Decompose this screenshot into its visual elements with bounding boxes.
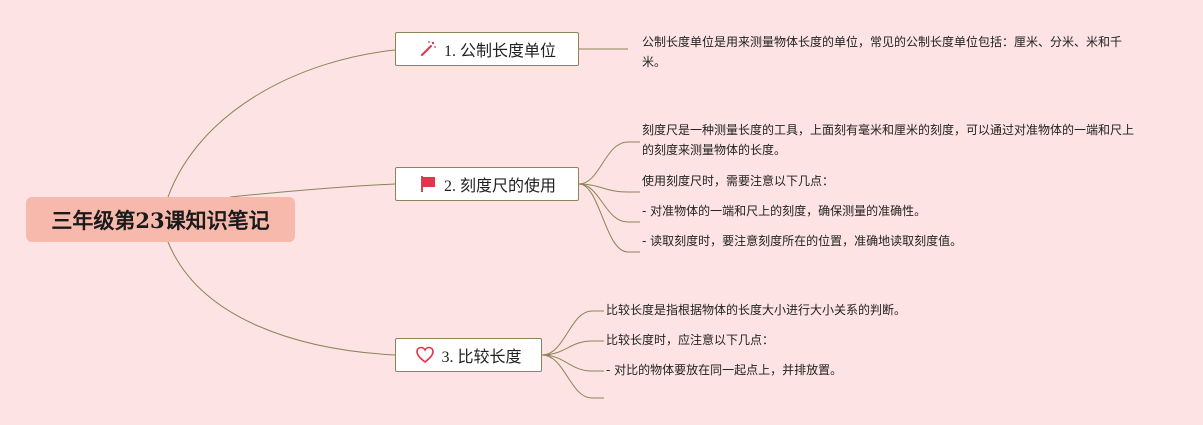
connector-topic3-note2 <box>541 340 593 356</box>
connector-root-topic2 <box>229 183 396 198</box>
central-topic-label: 三年级第23课知识笔记 <box>51 207 270 233</box>
topic-label: 1. 公制长度单位 <box>443 43 556 60</box>
connector-topic2-note4 <box>578 183 629 253</box>
topic-compare-length[interactable]: 3. 比较长度 <box>395 338 542 372</box>
note-text: - 对准物体的一端和尺上的刻度，确保测量的准确性。 <box>642 204 927 218</box>
note-text: 比较长度时，应注意以下几点： <box>606 333 775 347</box>
note-text: - 对比的物体要放在同一起点上，并排放置。 <box>606 363 843 377</box>
note-text: 使用刻度尺时，需要注意以下几点： <box>642 174 835 188</box>
magic-wand-icon <box>418 39 438 59</box>
red-flag-icon <box>418 174 438 194</box>
topic-metric-length-units[interactable]: 1. 公制长度单位 <box>395 32 579 66</box>
note-text: 比较长度是指根据物体的长度大小进行大小关系的判断。 <box>606 303 907 317</box>
central-topic[interactable]: 三年级第23课知识笔记 <box>26 197 295 242</box>
topic-label: 3. 比较长度 <box>441 349 522 366</box>
note-text: 公制长度单位是用来测量物体长度的单位，常见的公制长度单位包括：厘米、分米、米和千… <box>642 35 1123 69</box>
topic-label: 2. 刻度尺的使用 <box>443 178 556 195</box>
connector-topic3-note3 <box>541 354 593 372</box>
connector-root-topic3 <box>167 241 396 356</box>
topic-ruler-usage[interactable]: 2. 刻度尺的使用 <box>395 167 579 201</box>
connector-topic2-note3 <box>578 183 629 223</box>
connector-root-topic1 <box>167 49 396 198</box>
note-text: 刻度尺是一种测量长度的工具，上面刻有毫米和厘米的刻度，可以通过对准物体的一端和尺… <box>642 123 1135 157</box>
connector-topic2-note1 <box>578 141 629 185</box>
connector-topic3-note4 <box>541 354 593 399</box>
note-text: - 读取刻度时，要注意刻度所在的位置，准确地读取刻度值。 <box>642 234 963 248</box>
connector-topic3-note1 <box>541 310 593 356</box>
heart-icon <box>415 345 435 365</box>
